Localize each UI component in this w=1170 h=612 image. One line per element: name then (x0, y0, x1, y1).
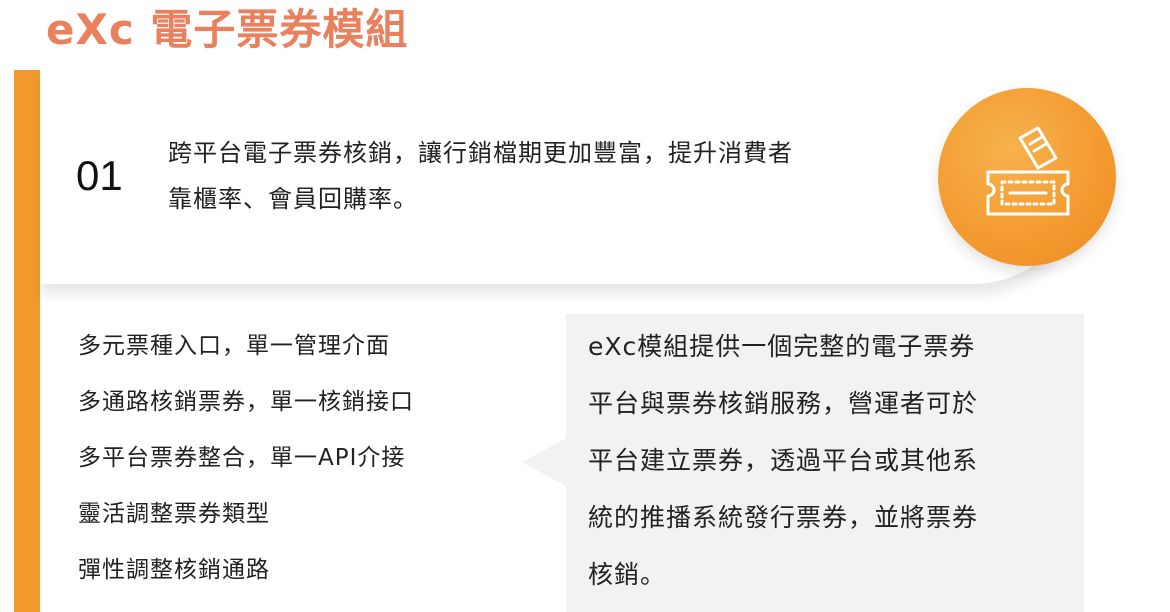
description-line: 平台與票券核銷服務，營運者可於 (588, 389, 979, 418)
feature-item: 多通路核銷票券，單一核銷接口 (78, 389, 414, 415)
hero-number: 01 (76, 152, 123, 199)
hero-text-line-2: 靠櫃率、會員回購率。 (168, 185, 418, 213)
ticket-badge (938, 88, 1116, 266)
feature-item: 靈活調整票券類型 (78, 501, 270, 527)
hero-text: 跨平台電子票券核銷，讓行銷檔期更加豐富，提升消費者 靠櫃率、會員回購率。 (168, 130, 908, 222)
page-title: eXc 電子票券模組 (46, 5, 409, 54)
feature-item: 多平台票券整合，單一API介接 (78, 445, 406, 471)
hero-card (40, 70, 1080, 284)
hero-text-line-1: 跨平台電子票券核銷，讓行銷檔期更加豐富，提升消費者 (168, 139, 793, 167)
feature-item: 彈性調整核銷通路 (78, 557, 270, 583)
feature-item: 多元票種入口，單一管理介面 (78, 333, 390, 359)
description-line: 核銷。 (588, 560, 667, 589)
accent-bar (14, 70, 40, 612)
description-line: 統的推播系統發行票券，並將票券 (588, 503, 979, 532)
ticket-icon (986, 126, 1070, 216)
description-line: 平台建立票券，透過平台或其他系 (588, 446, 979, 475)
description-text: eXc模組提供一個完整的電子票券 平台與票券核銷服務，營運者可於 平台建立票券，… (588, 318, 1058, 603)
description-line: eXc模組提供一個完整的電子票券 (588, 332, 976, 361)
description-panel (522, 314, 1084, 612)
features-list: 多元票種入口，單一管理介面 多通路核銷票券，單一核銷接口 多平台票券整合，單一A… (78, 318, 414, 598)
